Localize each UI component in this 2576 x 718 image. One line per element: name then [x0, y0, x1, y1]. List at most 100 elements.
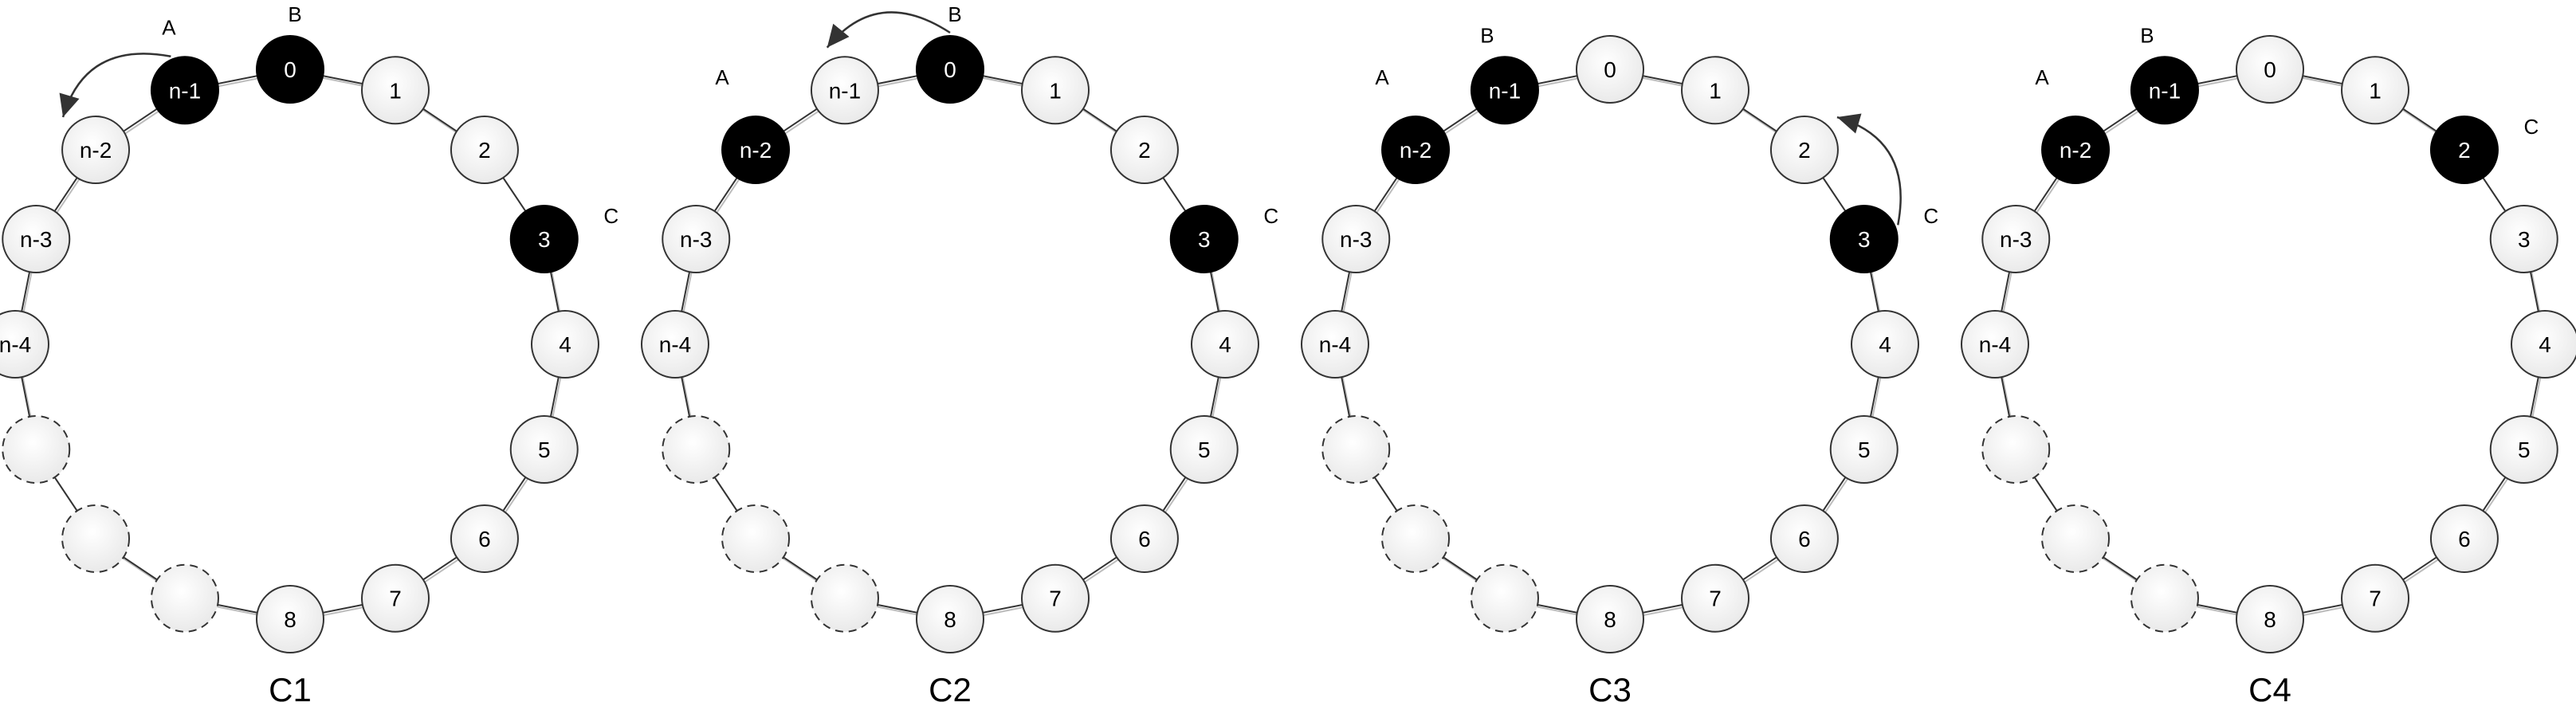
ring-node: 4 — [1191, 310, 1259, 379]
ring-node: 0 — [916, 35, 984, 104]
ring-node: 8 — [916, 585, 984, 653]
node-label: 4 — [1219, 332, 1231, 357]
node-label: 6 — [1138, 527, 1151, 551]
panel-caption: C3 — [1588, 671, 1632, 708]
move-arrowhead — [59, 92, 80, 118]
node-empty-circle — [1851, 310, 1919, 379]
ring-node: n-2 — [721, 116, 791, 185]
ring-node-hidden — [721, 504, 791, 573]
ring-node: n-4 — [641, 310, 709, 379]
node-label: n-2 — [2060, 138, 2091, 163]
node-label: n-3 — [680, 227, 712, 252]
node-empty-circle — [256, 585, 324, 653]
node-label: 4 — [559, 332, 571, 357]
move-arrowhead — [1836, 113, 1862, 134]
ring-node-hidden — [1321, 415, 1391, 485]
node-empty-circle — [1681, 56, 1750, 125]
node-label: n-2 — [740, 138, 772, 163]
ring-node: 2 — [1109, 116, 1179, 185]
node-empty-circle — [916, 585, 984, 653]
node-label: n-3 — [20, 227, 52, 252]
node-empty-circle — [2, 415, 71, 485]
ring-node-hidden — [1470, 563, 1539, 633]
node-empty-circle — [61, 116, 131, 185]
ring-node: 2 — [2429, 116, 2499, 185]
node-label: 1 — [1049, 78, 1062, 103]
node-empty-circle — [1681, 563, 1750, 633]
panel-caption: C2 — [929, 671, 972, 708]
position-marker: B — [2140, 23, 2154, 47]
ring-node-hidden — [2041, 504, 2111, 573]
node-empty-circle — [810, 563, 879, 633]
position-marker: B — [948, 2, 961, 26]
ring-node: 1 — [1021, 56, 1090, 125]
ring-node-hidden — [662, 415, 731, 485]
ring-node: 6 — [2429, 504, 2499, 573]
position-marker: A — [1375, 65, 1389, 89]
position-marker: B — [288, 2, 301, 26]
ring-node: 1 — [361, 56, 430, 125]
node-filled-circle — [256, 35, 324, 104]
position-marker: C — [603, 204, 618, 228]
node-label: 4 — [1879, 332, 1891, 357]
node-empty-circle — [1381, 504, 1451, 573]
node-empty-circle — [1301, 310, 1369, 379]
node-label: 7 — [1709, 587, 1722, 611]
position-marker: C — [2524, 115, 2539, 139]
node-label: 8 — [1604, 607, 1616, 632]
node-empty-circle — [1321, 415, 1391, 485]
move-arrowhead — [827, 23, 850, 48]
ring-node: n-3 — [1321, 204, 1391, 273]
node-empty-circle — [662, 415, 731, 485]
node-label: n-1 — [1489, 78, 1521, 103]
ring-node: 2 — [450, 116, 519, 185]
node-filled-circle — [2429, 116, 2499, 185]
node-label: n-2 — [80, 138, 112, 163]
node-empty-circle — [1109, 504, 1179, 573]
ring-node: 7 — [1681, 563, 1750, 633]
node-empty-circle — [61, 504, 131, 573]
node-empty-circle — [1021, 563, 1090, 633]
ring-node: 4 — [1851, 310, 1919, 379]
node-empty-circle — [2489, 204, 2558, 273]
node-empty-circle — [2341, 56, 2410, 125]
node-label: 3 — [538, 227, 551, 252]
node-filled-circle — [2130, 56, 2199, 125]
ring-node: 5 — [2489, 415, 2558, 485]
ring-node: 5 — [1169, 415, 1239, 485]
ring-node: 7 — [2341, 563, 2410, 633]
node-label: 3 — [1858, 227, 1871, 252]
node-label: 0 — [944, 57, 956, 82]
node-label: 7 — [389, 587, 402, 611]
node-empty-circle — [2130, 563, 2199, 633]
ring-node: n-2 — [61, 116, 131, 185]
ring-node: 7 — [1021, 563, 1090, 633]
ring-node: 3 — [1829, 204, 1899, 273]
position-marker: A — [715, 65, 729, 89]
node-label: 0 — [2264, 57, 2276, 82]
node-label: 6 — [1798, 527, 1811, 551]
node-empty-circle — [1169, 415, 1239, 485]
node-label: n-3 — [1340, 227, 1372, 252]
position-marker: C — [1923, 204, 1938, 228]
ring-node: n-4 — [0, 310, 49, 379]
node-label: n-1 — [169, 78, 201, 103]
node-label: 2 — [1798, 138, 1811, 163]
node-empty-circle — [1321, 204, 1391, 273]
node-empty-circle — [450, 116, 519, 185]
node-empty-circle — [2341, 563, 2410, 633]
node-label: n-4 — [1319, 332, 1351, 357]
ring-node: 8 — [256, 585, 324, 653]
node-empty-circle — [0, 310, 49, 379]
node-label: 5 — [1858, 437, 1871, 462]
node-empty-circle — [1191, 310, 1259, 379]
node-label: 8 — [2264, 607, 2276, 632]
node-empty-circle — [721, 504, 791, 573]
ring-node: 4 — [531, 310, 599, 379]
node-label: n-4 — [1979, 332, 2011, 357]
node-label: 1 — [1709, 78, 1722, 103]
ring-node: 3 — [1169, 204, 1239, 273]
